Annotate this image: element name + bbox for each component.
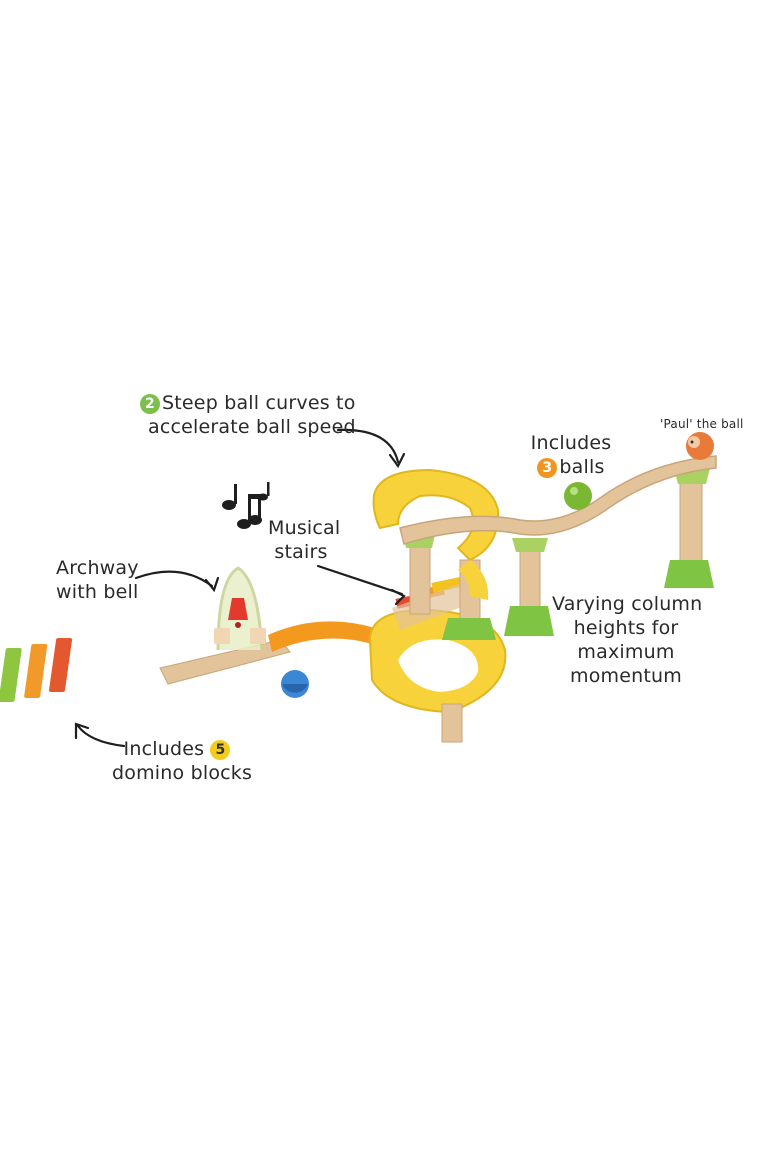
curves-line-2: accelerate ball speed [148,416,356,438]
music-notes-icon [222,482,270,529]
archway-with-bell [214,566,266,651]
balls-line-2: balls [559,456,605,478]
bell-icon [228,598,248,620]
curves-count-badge: 2 [140,394,160,414]
domino-blocks [0,638,73,702]
center-post [441,703,463,743]
dominoes-annotation: Includes 5 domino blocks [112,737,253,785]
musical-annotation: Musical stairs [268,516,341,564]
columns-line-4: momentum [570,665,682,687]
balls-count-badge: 3 [537,458,558,478]
musical-line-1: Musical [268,517,341,539]
archway-annotation: Archway with bell [56,556,139,604]
dominoes-line-2: domino blocks [112,762,253,784]
domino-orange [24,644,48,698]
wood-wave-track [399,455,717,545]
columns-line-1: Varying column [552,593,703,615]
upper-yellow-curve [372,468,500,600]
archway-line-2: with bell [56,581,139,603]
dominoes-count-badge: 5 [210,740,231,760]
curves-line-1: Steep ball curves to [162,392,356,414]
column-bases [442,560,714,640]
green-ball [564,482,592,510]
domino-red [49,638,73,692]
dominoes-line-1: Includes [123,738,205,760]
columns-annotation: Varying column heights for maximum momen… [552,592,703,688]
balls-line-1: Includes [530,432,612,454]
musical-line-2: stairs [274,541,328,563]
orange-chute [268,621,375,652]
columns-line-3: maximum [577,641,675,663]
curved-arrow-icon [74,428,406,748]
paul-annotation: 'Paul' the ball [660,417,744,431]
columns-line-2: heights for [573,617,679,639]
archway-line-1: Archway [56,557,139,579]
domino-green [0,648,22,702]
